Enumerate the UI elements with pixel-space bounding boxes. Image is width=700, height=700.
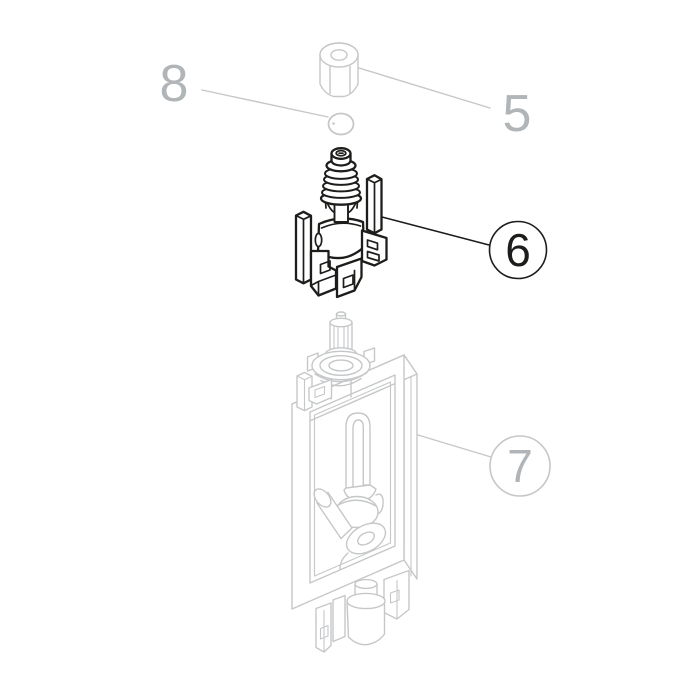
o-ring-drawing [327, 112, 355, 136]
callout-7: 7 [489, 435, 551, 497]
callout-label-8: 8 [160, 55, 189, 113]
callout-circle-6 [488, 220, 548, 280]
callout-8: 8 [160, 55, 189, 113]
callout-5: 5 [503, 85, 532, 143]
callout-label-5: 5 [503, 85, 532, 143]
leader-line-5 [358, 67, 491, 109]
hex-cap-nut-drawing [319, 42, 359, 98]
leader-lines [201, 67, 492, 458]
callout-6: 6 [488, 220, 548, 280]
housing-top-valve [296, 311, 376, 412]
leader-line-6 [381, 216, 490, 246]
o-ring-mark [332, 122, 335, 125]
valve-housing-assembly-drawing [291, 311, 418, 653]
callout-label-6: 6 [505, 224, 531, 276]
callout-circle-7 [489, 435, 551, 497]
housing-internals [313, 412, 387, 572]
leader-line-8 [201, 89, 329, 118]
callout-label-7: 7 [507, 440, 533, 492]
solenoid-valve-drawing [294, 147, 388, 299]
leader-line-7 [417, 434, 492, 458]
